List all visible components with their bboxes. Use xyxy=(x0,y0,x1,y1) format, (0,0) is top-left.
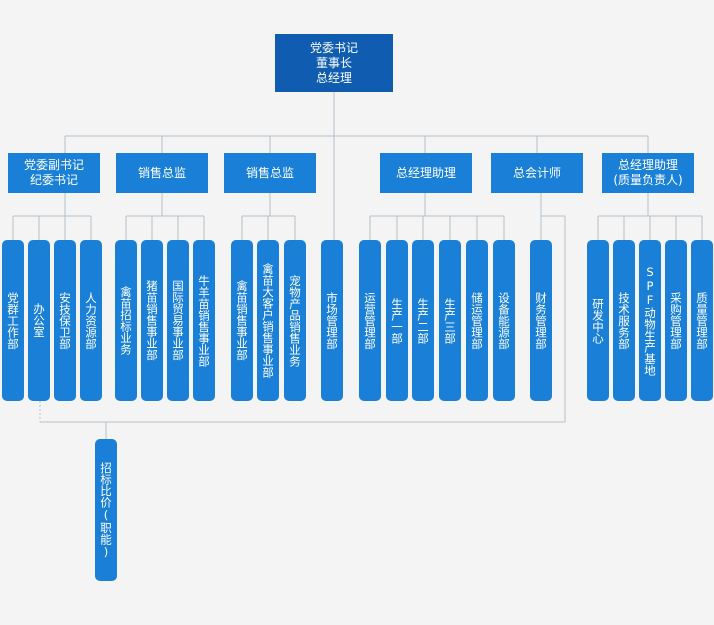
department-name: 生产一部 xyxy=(390,297,404,344)
department-name: 办公室 xyxy=(32,303,46,338)
position-box-chief-accountant: 总会计师 xyxy=(491,153,583,193)
department-box: 人力资源部 xyxy=(80,240,102,401)
department-name: 牛羊苗销售事业部 xyxy=(197,274,211,367)
department-box: 党群工作部 xyxy=(2,240,24,401)
department-box: 研发中心 xyxy=(587,240,609,401)
department-box: 宠物产品销售业务 xyxy=(284,240,306,401)
department-box: SPF动物生产基地 xyxy=(639,240,661,401)
department-name: 国际贸易事业部 xyxy=(171,280,185,361)
department-name: 猪苗销售事业部 xyxy=(145,280,159,361)
department-box: 采购管理部 xyxy=(665,240,687,401)
department-box: 设备能源部 xyxy=(493,240,515,401)
department-name: 党群工作部 xyxy=(6,291,20,350)
position-title: (质量负责人) xyxy=(613,173,683,187)
department-box: 储运管理部 xyxy=(466,240,488,401)
department-name: 采购管理部 xyxy=(669,291,683,350)
position-box-sales-director-2: 销售总监 xyxy=(224,153,316,193)
department-box: 办公室 xyxy=(28,240,50,401)
department-name: 市场管理部 xyxy=(325,291,339,350)
department-name: 设备能源部 xyxy=(497,291,511,350)
position-box-gm-assistant: 总经理助理 xyxy=(380,153,472,193)
department-name: 安技保卫部 xyxy=(58,291,72,350)
department-name: 生产二部 xyxy=(416,297,430,344)
bidding-function-label: 招标比价(职能) xyxy=(99,461,113,559)
department-box: 禽苗大客户销售事业部 xyxy=(257,240,279,401)
department-name: 研发中心 xyxy=(591,297,605,344)
department-box: 运营管理部 xyxy=(359,240,381,401)
position-title: 党委副书记 xyxy=(23,158,84,172)
department-box: 安技保卫部 xyxy=(54,240,76,401)
department-name: 禽苗销售事业部 xyxy=(235,280,249,361)
department-box: 禽苗招标业务 xyxy=(115,240,137,401)
department-box: 质量管理部 xyxy=(691,240,713,401)
department-name: 人力资源部 xyxy=(84,291,98,350)
position-title: 纪委书记 xyxy=(29,173,78,187)
chairman-title: 党委书记 xyxy=(309,40,358,55)
department-name: 技术服务部 xyxy=(617,291,631,350)
chairman-box: 党委书记 董事长 总经理 xyxy=(275,34,393,92)
department-name: SPF动物生产基地 xyxy=(643,265,657,376)
position-title: 总会计师 xyxy=(512,165,561,180)
department-name: 生产三部 xyxy=(443,297,457,344)
department-box: 国际贸易事业部 xyxy=(167,240,189,401)
department-box: 市场管理部 xyxy=(321,240,343,401)
department-box: 禽苗销售事业部 xyxy=(231,240,253,401)
department-name: 禽苗大客户销售事业部 xyxy=(261,263,275,378)
position-title: 销售总监 xyxy=(137,165,186,180)
position-title: 销售总监 xyxy=(245,165,294,180)
position-title: 总经理助理 xyxy=(395,165,456,180)
department-box: 猪苗销售事业部 xyxy=(141,240,163,401)
department-box: 技术服务部 xyxy=(613,240,635,401)
chairman-title: 董事长 xyxy=(315,55,352,70)
department-name: 财务管理部 xyxy=(534,291,548,350)
department-box: 生产三部 xyxy=(439,240,461,401)
bidding-function-box: 招标比价(职能) xyxy=(95,439,117,581)
department-box: 牛羊苗销售事业部 xyxy=(193,240,215,401)
department-name: 质量管理部 xyxy=(695,291,709,350)
department-box: 生产二部 xyxy=(412,240,434,401)
position-box-gm-assistant-quality: 总经理助理(质量负责人) xyxy=(602,153,694,193)
department-box: 生产一部 xyxy=(386,240,408,401)
position-box-sales-director-1: 销售总监 xyxy=(116,153,208,193)
position-box-vice-party-secretary: 党委副书记纪委书记 xyxy=(8,153,100,193)
department-name: 宠物产品销售业务 xyxy=(288,274,302,367)
department-name: 禽苗招标业务 xyxy=(119,286,133,355)
position-title: 总经理助理 xyxy=(617,158,678,172)
department-box: 财务管理部 xyxy=(530,240,552,401)
department-name: 储运管理部 xyxy=(470,291,484,350)
department-name: 运营管理部 xyxy=(363,291,377,350)
chairman-title: 总经理 xyxy=(315,70,352,85)
